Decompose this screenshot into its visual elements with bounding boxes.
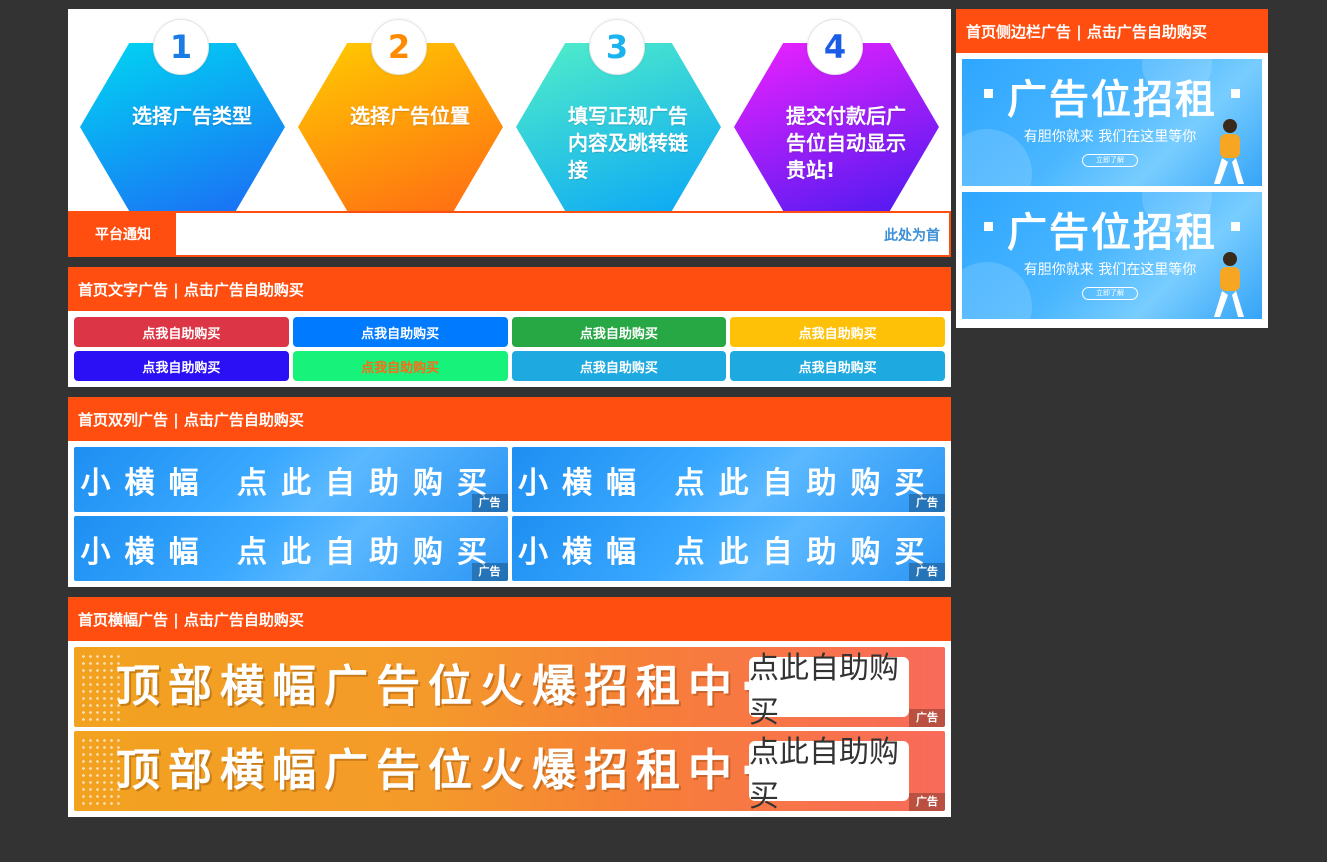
text-ad-link[interactable]: 点我自助购买 <box>511 317 727 347</box>
banner-subtitle: 有胆你就来 我们在这里等你 <box>1023 129 1197 145</box>
banner-text: 小横幅 点此自助购买 <box>80 465 501 501</box>
ad-tag: 广告 <box>471 494 508 512</box>
notice-text: 此处为首 <box>884 228 940 244</box>
step-number: 1 <box>153 19 209 75</box>
banner-text: 小横幅 点此自助购买 <box>518 534 939 570</box>
wide-banner-ad[interactable]: 顶部横幅广告位火爆招租中······ 点此自助购买 广告 <box>74 731 945 811</box>
small-banner-ad[interactable]: 小横幅 点此自助购买 广告 <box>74 516 508 581</box>
notice-label: 平台通知 <box>70 213 176 255</box>
step-hexagon: 选择广告位置 <box>298 43 503 211</box>
wide-banner-ad[interactable]: 顶部横幅广告位火爆招租中······ 点此自助购买 广告 <box>74 647 945 727</box>
step-4: 提交付款后广告位自动显示贵站! 4 <box>734 19 939 211</box>
step-hexagon: 提交付款后广告位自动显示贵站! <box>734 43 939 211</box>
step-number: 2 <box>371 19 427 75</box>
decor-square <box>984 222 993 231</box>
sidebar: 首页侧边栏广告 | 点击广告自助购买 广告位招租 有胆你就来 我们在这里等你 立… <box>956 9 1268 328</box>
step-text: 填写正规广告内容及跳转链接 <box>568 104 688 182</box>
ad-tag: 广告 <box>909 563 945 581</box>
wide-ad-section: 首页横幅广告 | 点击广告自助购买 顶部横幅广告位火爆招租中······ 点此自… <box>68 597 951 817</box>
person-illustration-icon <box>1214 119 1244 184</box>
decor-square <box>1231 89 1240 98</box>
text-ad-link[interactable]: 点我自助购买 <box>74 351 289 381</box>
buy-button[interactable]: 点此自助购买 <box>749 651 909 727</box>
text-ad-grid: 点我自助购买 点我自助购买 点我自助购买 点我自助购买 点我自助购买 点我自助购… <box>74 317 945 381</box>
dual-ad-section: 首页双列广告 | 点击广告自助购买 小横幅 点此自助购买 广告 小横幅 点此自助… <box>68 397 951 587</box>
text-ad-link[interactable]: 点我自助购买 <box>74 317 289 347</box>
small-banner-ad[interactable]: 小横幅 点此自助购买 广告 <box>74 447 508 512</box>
text-ad-link[interactable]: 点我自助购买 <box>292 351 508 381</box>
banner-subtitle: 有胆你就来 我们在这里等你 <box>1023 262 1197 278</box>
learn-more-button[interactable]: 立即了解 <box>1082 287 1138 300</box>
ad-tag: 广告 <box>471 563 508 581</box>
sidebar-banner-ad[interactable]: 广告位招租 有胆你就来 我们在这里等你 立即了解 <box>962 59 1262 186</box>
buy-button[interactable]: 点此自助购买 <box>749 735 909 811</box>
text-ad-link[interactable]: 点我自助购买 <box>511 351 727 381</box>
ad-steps-panel: 选择广告类型 1 选择广告位置 2 填写正规广告内容及跳转链接 3 提交付款后广… <box>68 9 951 211</box>
decor-square <box>1231 222 1240 231</box>
learn-more-button[interactable]: 立即了解 <box>1082 154 1138 167</box>
section-title[interactable]: 首页双列广告 | 点击广告自助购买 <box>68 397 951 441</box>
main-column: 选择广告类型 1 选择广告位置 2 填写正规广告内容及跳转链接 3 提交付款后广… <box>68 9 951 817</box>
step-3: 填写正规广告内容及跳转链接 3 <box>516 19 721 211</box>
banner-text: 小横幅 点此自助购买 <box>80 534 501 570</box>
text-ad-link[interactable]: 点我自助购买 <box>730 317 945 347</box>
sidebar-title[interactable]: 首页侧边栏广告 | 点击广告自助购买 <box>956 9 1268 53</box>
ad-tag: 广告 <box>909 793 945 811</box>
person-illustration-icon <box>1214 252 1244 317</box>
step-number: 4 <box>807 19 863 75</box>
dot-pattern <box>80 653 120 721</box>
dot-pattern <box>80 737 120 805</box>
platform-notice-bar: 平台通知 此处为首 <box>68 211 951 257</box>
section-title[interactable]: 首页文字广告 | 点击广告自助购买 <box>68 267 951 311</box>
step-2: 选择广告位置 2 <box>298 19 503 211</box>
dual-ad-grid: 小横幅 点此自助购买 广告 小横幅 点此自助购买 广告 小横幅 点此自助购买 广… <box>74 447 945 581</box>
step-text: 选择广告类型 <box>132 104 252 128</box>
sidebar-banner-ad[interactable]: 广告位招租 有胆你就来 我们在这里等你 立即了解 <box>962 192 1262 319</box>
section-title[interactable]: 首页横幅广告 | 点击广告自助购买 <box>68 597 951 641</box>
ad-tag: 广告 <box>909 494 945 512</box>
text-ad-section: 首页文字广告 | 点击广告自助购买 点我自助购买 点我自助购买 点我自助购买 点… <box>68 267 951 387</box>
text-ad-link[interactable]: 点我自助购买 <box>292 317 508 347</box>
step-text: 选择广告位置 <box>350 104 470 128</box>
banner-title: 广告位招租 <box>1007 210 1217 256</box>
ad-tag: 广告 <box>909 709 945 727</box>
decor-square <box>984 89 993 98</box>
text-ad-link[interactable]: 点我自助购买 <box>730 351 945 381</box>
step-text: 提交付款后广告位自动显示贵站! <box>786 104 906 182</box>
banner-title: 广告位招租 <box>1007 77 1217 123</box>
notice-marquee[interactable]: 此处为首 <box>176 213 949 255</box>
small-banner-ad[interactable]: 小横幅 点此自助购买 广告 <box>511 447 945 512</box>
small-banner-ad[interactable]: 小横幅 点此自助购买 广告 <box>511 516 945 581</box>
step-1: 选择广告类型 1 <box>80 19 285 211</box>
banner-text: 小横幅 点此自助购买 <box>518 465 939 501</box>
step-number: 3 <box>589 19 645 75</box>
